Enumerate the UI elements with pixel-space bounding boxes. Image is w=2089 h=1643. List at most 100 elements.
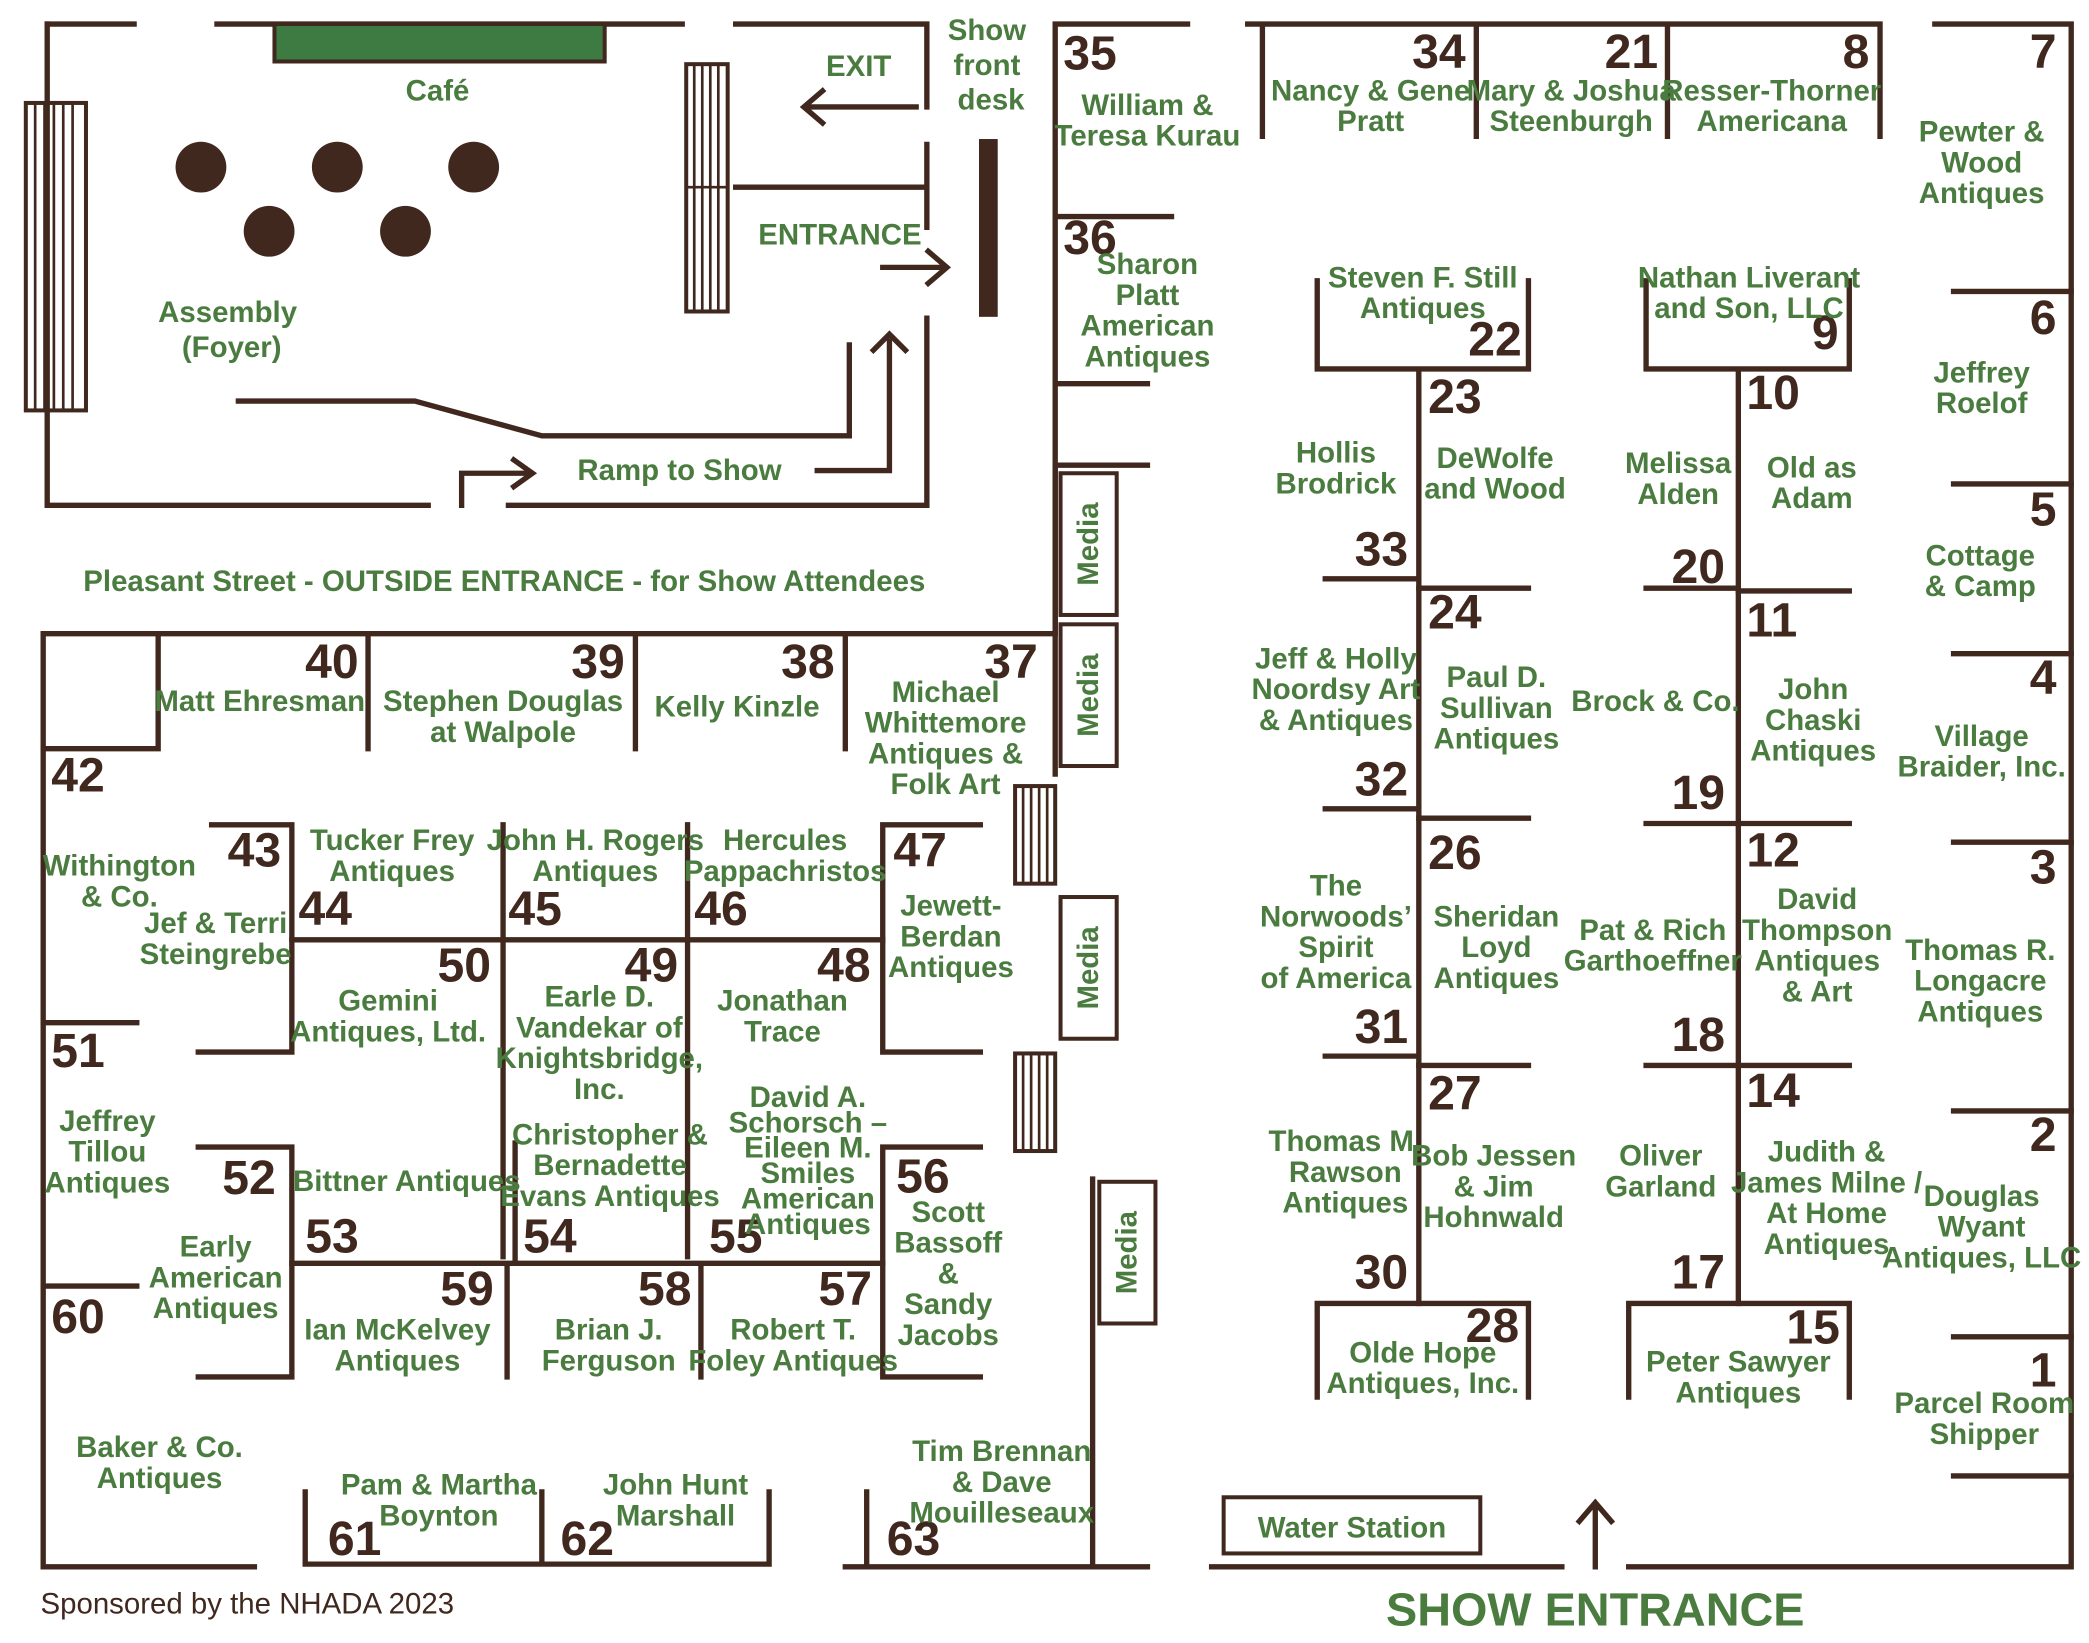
booth-exhibitor-name: Matt Ehresman	[154, 685, 365, 718]
booth-number: 15	[1786, 1301, 1840, 1355]
booth-number: 62	[561, 1512, 615, 1566]
booth-number: 4	[2030, 651, 2057, 705]
cafe-tables	[175, 141, 500, 257]
cafe-counter	[272, 22, 607, 64]
media-box: Media	[1058, 895, 1119, 1041]
cafe-table	[448, 141, 500, 193]
booth-number: 35	[1063, 27, 1117, 81]
media-box: Media	[1058, 622, 1119, 769]
booth-number: 48	[817, 938, 871, 992]
booth-number: 3	[2030, 841, 2057, 895]
cafe-table	[175, 141, 227, 193]
cafe-table	[380, 205, 431, 257]
booth-number: 51	[51, 1024, 105, 1078]
booth-number: 5	[2030, 482, 2057, 536]
booth-number: 36	[1063, 211, 1117, 265]
water-station-label: Water Station	[1258, 1511, 1446, 1544]
booth-exhibitor-name: Brian J.Ferguson	[542, 1314, 676, 1378]
booth-exhibitor-name: Bittner Antiques	[293, 1165, 521, 1198]
booth-number: 57	[819, 1262, 873, 1316]
booth-number: 14	[1746, 1064, 1800, 1118]
media-box: Media	[1058, 471, 1119, 617]
media-stations: Media Media Media Media	[1058, 471, 1158, 1326]
hall-benches	[1013, 784, 1058, 1154]
booth-number: 55	[709, 1210, 763, 1264]
booth-number: 40	[305, 635, 359, 689]
cafe-table	[243, 205, 295, 257]
booth-number: 46	[694, 882, 748, 936]
booth-exhibitor-name: William &Teresa Kurau	[1055, 89, 1241, 153]
booth-number: 11	[1746, 593, 1797, 647]
booth-number: 6	[2030, 291, 2057, 345]
booth-number: 33	[1355, 522, 1409, 576]
booth-number: 22	[1468, 313, 1522, 367]
booth-number: 7	[2030, 25, 2057, 79]
booth-number: 2	[2030, 1108, 2057, 1162]
booth-number: 47	[893, 823, 947, 877]
bench	[1013, 784, 1058, 886]
assembly-area: Café EXIT ENTRANCE Show front desk Assem…	[23, 14, 1035, 598]
booth-number: 50	[438, 938, 492, 992]
booth-number: 42	[51, 748, 105, 802]
booth-number: 44	[299, 882, 353, 936]
booth-number: 27	[1428, 1067, 1482, 1121]
front-desk-label: Show front desk	[948, 14, 1035, 117]
booth-exhibitor-name: Brock & Co.	[1571, 685, 1739, 718]
booth-number: 37	[984, 635, 1038, 689]
entrance-label: ENTRANCE	[758, 219, 921, 252]
exhibition-walls	[40, 21, 2074, 1570]
booth-exhibitor-name: Baker & Co.Antiques	[76, 1431, 243, 1495]
media-box: Media	[1097, 1179, 1158, 1326]
booth-number: 18	[1671, 1008, 1725, 1062]
booth-number: 28	[1466, 1299, 1520, 1353]
booth-number: 38	[781, 635, 835, 689]
booth-number: 49	[625, 938, 679, 992]
booth-number: 26	[1428, 826, 1482, 880]
booth-number: 54	[523, 1210, 577, 1264]
booth-number: 59	[440, 1262, 494, 1316]
booth-exhibitor-name: Robert T.Foley Antiques	[688, 1314, 898, 1378]
